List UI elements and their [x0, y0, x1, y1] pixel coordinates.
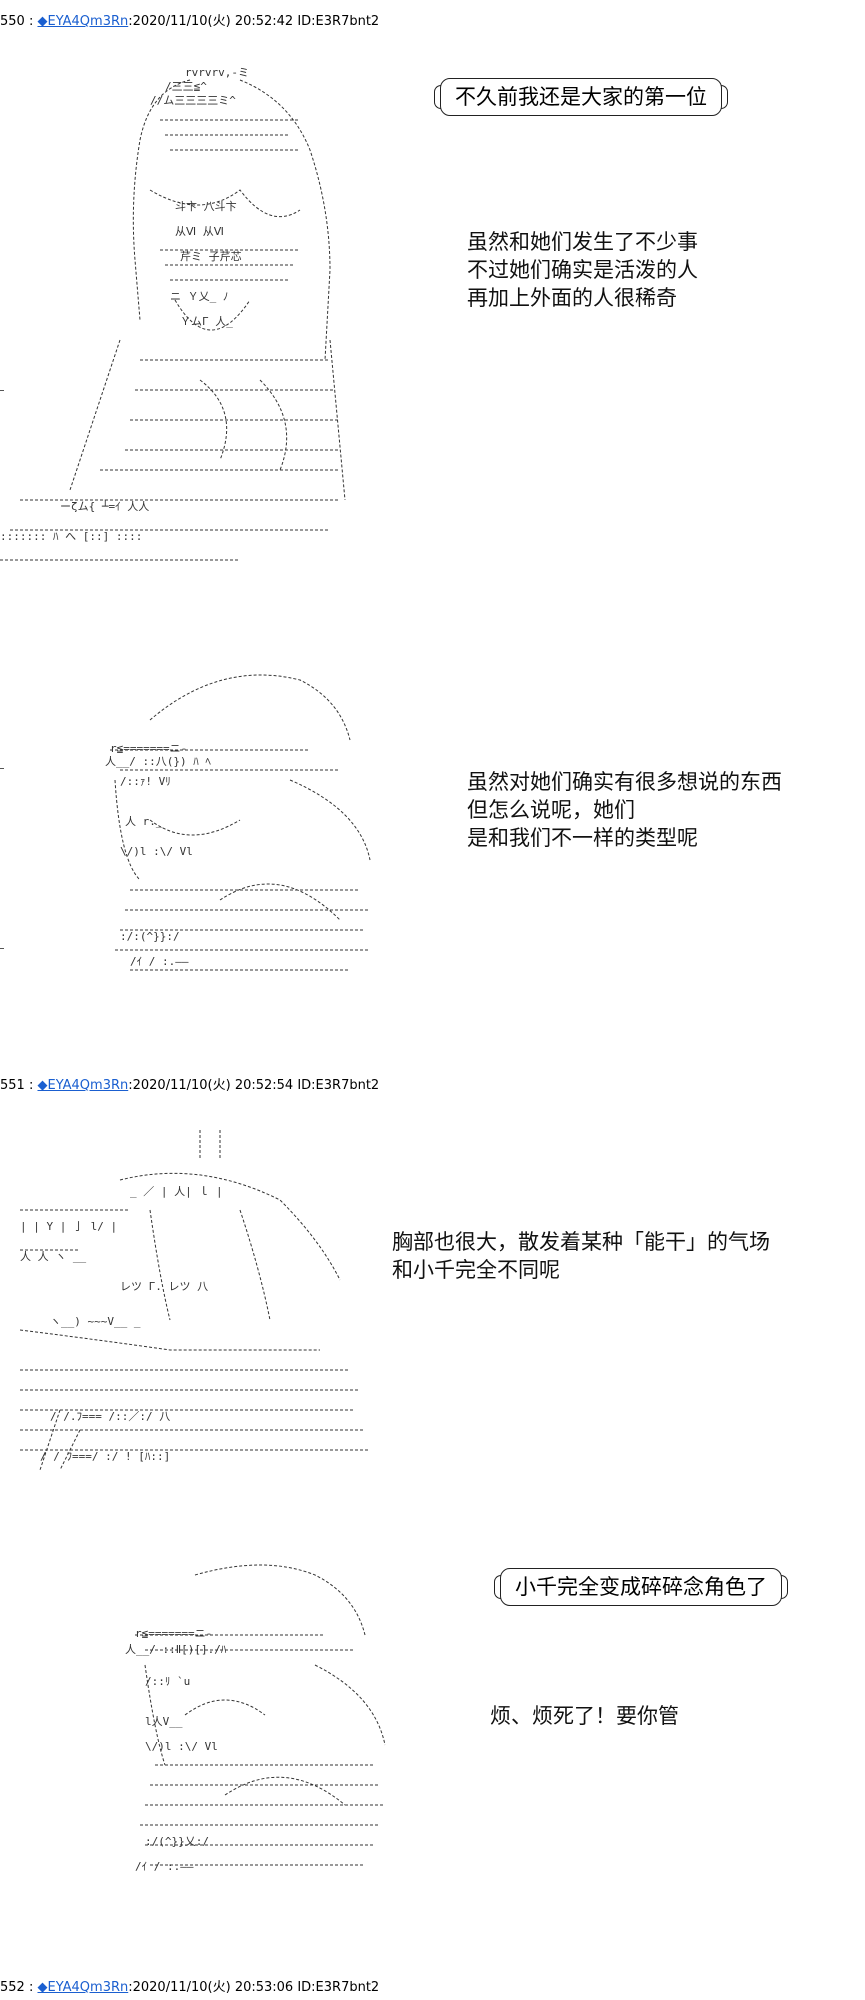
svg-text:rvrvrv,-ミ: rvrvrv,-ミ [185, 66, 249, 79]
svg-text:_ ／ | 人| ｌ |: _ ／ | 人| ｌ | [130, 1185, 223, 1198]
svg-text:l人V__: l人V__ [145, 1715, 183, 1728]
post-number: 552 [0, 1980, 25, 1995]
svg-text:レツ Γ. レツ 八: レツ Γ. レツ 八 [120, 1280, 208, 1293]
speech-bubble-1: 不久前我还是大家的第一位 [434, 78, 728, 116]
caption-line: 虽然对她们确实有很多想说的东西 [467, 770, 782, 794]
post-separator: : [24, 1980, 34, 1995]
ascii-art-drawing: r≦=======ニ- 人__/ ::Ⅱ[)[]./ﾊ /::ﾘ `u l人V_… [125, 1564, 386, 1873]
caption-line: 但怎么说呢，她们 [467, 798, 635, 822]
caption-panel-4: 烦、烦死了！要你管 [490, 1702, 679, 1730]
svg-text:人 人 ヽ __: 人 人 ヽ __ [20, 1250, 86, 1263]
post-separator: : [24, 1078, 34, 1093]
author-link[interactable]: ◆EYA4Qm3Rn [37, 14, 129, 29]
ascii-art-girl-1: rvrvrv,-ミ /三三≦^ //ム三三三三ミ^ 斗卞 八斗卞 从Ⅵ 从Ⅵ 芹… [0, 60, 360, 570]
svg-text:/ / ﾌ===/ :/ ! [ﾊ::]: / / ﾌ===/ :/ ! [ﾊ::] [40, 1450, 170, 1463]
ascii-art-drawing: _ ／ | 人| ｌ | | | Y | 亅 l/ | 人 人 ヽ __ レツ … [20, 1130, 370, 1471]
svg-text:/ｲ / :.――: /ｲ / :.―― [135, 1860, 194, 1873]
svg-text:/::ｧ! Vﾘ: /::ｧ! Vﾘ [120, 775, 171, 788]
ascii-art-girl-2: r≦=======ニ- 人__/ ::八(}) ﾊ ﾍ /::ｧ! Vﾘ 人 r… [100, 660, 380, 980]
post-date: :2020/11/10(火) 20:52:42 ID:E3R7bnt2 [128, 14, 380, 29]
svg-text:/三三≦^: /三三≦^ [165, 80, 207, 93]
post-number: 551 [0, 1078, 25, 1093]
ascii-art-drawing: rvrvrv,-ミ /三三≦^ //ム三三三三ミ^ 斗卞 八斗卞 从Ⅵ 从Ⅵ 芹… [0, 66, 346, 561]
ascii-art-girl-3: _ ／ | 人| ｌ | | | Y | 亅 l/ | 人 人 ヽ __ レツ … [20, 1120, 380, 1480]
margin-mark [0, 390, 4, 391]
svg-text:/ｲ / :.――: /ｲ / :.―― [130, 955, 189, 968]
svg-text:\/)l :\/ Vl: \/)l :\/ Vl [120, 845, 193, 858]
svg-text:ＹムΓ 人_: ＹムΓ 人_ [180, 315, 233, 328]
svg-text:人__/ ::Ⅱ[)[]./ﾊ: 人__/ ::Ⅱ[)[]./ﾊ [125, 1643, 227, 1656]
speech-bubble-2: 小千完全变成碎碎念角色了 [494, 1568, 788, 1606]
caption-panel-3: 胸部也很大，散发着某种「能干」的气场 和小千完全不同呢 [392, 1228, 770, 1284]
svg-text:r≦=======ニ-: r≦=======ニ- [110, 742, 187, 755]
bubble-text: 不久前我还是大家的第一位 [455, 85, 707, 109]
caption-line: 虽然和她们发生了不少事 [467, 230, 698, 254]
caption-line: 和小千完全不同呢 [392, 1258, 560, 1282]
caption-line: 再加上外面的人很稀奇 [467, 286, 677, 310]
post-header-550: 550 : ◆EYA4Qm3Rn:2020/11/10(火) 20:52:42 … [0, 14, 379, 30]
post-header-552: 552 : ◆EYA4Qm3Rn:2020/11/10(火) 20:53:06 … [0, 1980, 379, 1996]
svg-text:从Ⅵ 从Ⅵ: 从Ⅵ 从Ⅵ [175, 225, 224, 238]
svg-text:\/)l :\/ Vl: \/)l :\/ Vl [145, 1740, 218, 1753]
post-number: 550 [0, 14, 25, 29]
svg-text:| | Y | 亅 l/ |: | | Y | 亅 l/ | [20, 1220, 117, 1233]
author-link[interactable]: ◆EYA4Qm3Rn [37, 1078, 129, 1093]
svg-text:r≦=======ニ-: r≦=======ニ- [135, 1627, 212, 1640]
svg-text:ーζム{ ┴=ｲ 人人: ーζム{ ┴=ｲ 人人 [60, 499, 149, 513]
bubble-text: 小千完全变成碎碎念角色了 [515, 1575, 767, 1599]
svg-text:/ /.ﾌ=== /::／:/ 八: / /.ﾌ=== /::／:/ 八 [50, 1410, 170, 1423]
post-header-551: 551 : ◆EYA4Qm3Rn:2020/11/10(火) 20:52:54 … [0, 1078, 379, 1094]
svg-text:斗卞 八斗卞: 斗卞 八斗卞 [175, 199, 237, 213]
ascii-art-girl-4: r≦=======ニ- 人__/ ::Ⅱ[)[]./ﾊ /::ﾘ `u l人V_… [125, 1555, 395, 1885]
svg-text:人__/ ::八(}) ﾊ ﾍ: 人__/ ::八(}) ﾊ ﾍ [105, 755, 211, 768]
post-date: :2020/11/10(火) 20:52:54 ID:E3R7bnt2 [128, 1078, 380, 1093]
caption-line: 胸部也很大，散发着某种「能干」的气场 [392, 1230, 770, 1254]
svg-text:ヽ__) ~~~V__ _: ヽ__) ~~~V__ _ [50, 1315, 141, 1328]
margin-mark [0, 948, 4, 949]
caption-line: 是和我们不一样的类型呢 [467, 826, 698, 850]
svg-text://ム三三三三ミ^: //ム三三三三ミ^ [150, 94, 236, 107]
caption-line: 烦、烦死了！要你管 [490, 1704, 679, 1728]
svg-text:ニ Ｙ乂_ ﾉ: ニ Ｙ乂_ ﾉ [170, 290, 228, 303]
svg-text:/::ﾘ `u: /::ﾘ `u [145, 1675, 190, 1688]
post-date: :2020/11/10(火) 20:53:06 ID:E3R7bnt2 [128, 1980, 380, 1995]
caption-panel-2: 虽然对她们确实有很多想说的东西 但怎么说呢，她们 是和我们不一样的类型呢 [467, 768, 782, 852]
svg-text:人 r._: 人 r._ [125, 815, 163, 828]
svg-text:::::::: ﾊ へ [::] ::::: ::::::: ﾊ へ [::] :::: [0, 530, 142, 543]
svg-text::/(^}}乂:/: :/(^}}乂:/ [145, 1835, 209, 1848]
svg-text::/:(^}}:/: :/:(^}}:/ [120, 930, 180, 943]
ascii-art-drawing: r≦=======ニ- 人__/ ::八(}) ﾊ ﾍ /::ｧ! Vﾘ 人 r… [105, 674, 371, 971]
caption-line: 不过她们确实是活泼的人 [467, 258, 698, 282]
author-link[interactable]: ◆EYA4Qm3Rn [37, 1980, 129, 1995]
caption-panel-1: 虽然和她们发生了不少事 不过她们确实是活泼的人 再加上外面的人很稀奇 [467, 228, 698, 312]
margin-mark [0, 768, 4, 769]
post-separator: : [24, 14, 34, 29]
svg-text:芹ミ 子芹芯: 芹ミ 子芹芯 [180, 249, 242, 263]
